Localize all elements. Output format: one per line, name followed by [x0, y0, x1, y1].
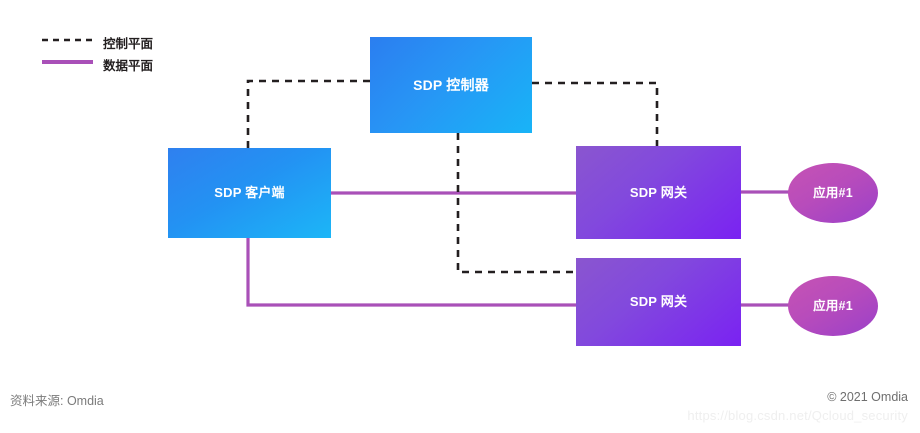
connector-client-to-gateway-bottom	[246, 238, 576, 307]
node-sdp-controller[interactable]: SDP 控制器	[370, 37, 532, 133]
legend-label-data-plane: 数据平面	[103, 59, 154, 73]
copyright-note: © 2021 Omdia	[827, 390, 908, 404]
source-note: 资料来源: Omdia	[10, 394, 104, 408]
connector-controller-to-gateway-bottom	[456, 133, 576, 274]
node-sdp-client[interactable]: SDP 客户端	[168, 148, 331, 238]
connector-controller-to-gateway-top	[532, 81, 659, 146]
node-sdp-gateway-top[interactable]: SDP 网关	[576, 146, 741, 239]
node-sdp-gateway-bottom[interactable]: SDP 网关	[576, 258, 741, 346]
connector-controller-to-client	[246, 79, 370, 148]
legend-label-control-plane: 控制平面	[103, 37, 154, 51]
node-application-bottom[interactable]: 应用#1	[788, 276, 878, 336]
node-application-top[interactable]: 应用#1	[788, 163, 878, 223]
watermark-text: https://blog.csdn.net/Qcloud_security	[687, 408, 908, 423]
